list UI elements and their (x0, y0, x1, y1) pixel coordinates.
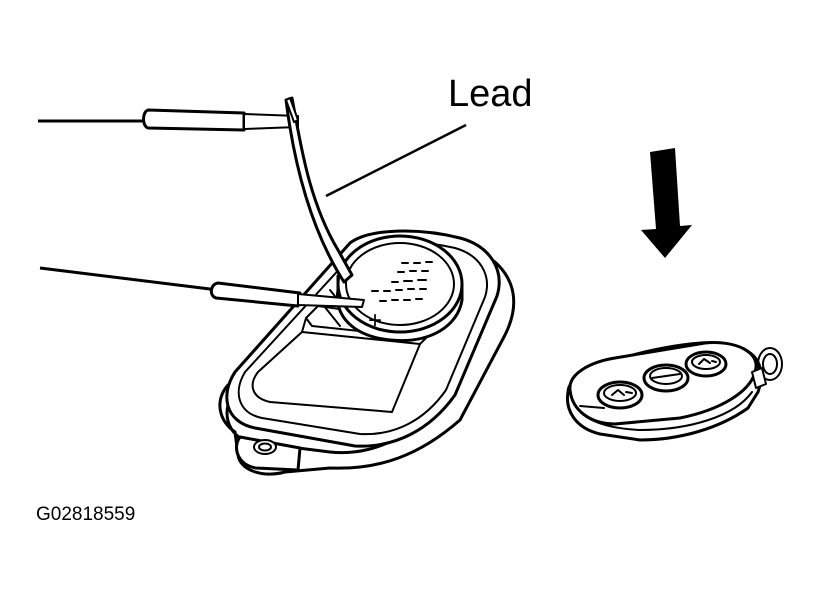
lead-leader-line (325, 123, 467, 198)
upper-probe (38, 108, 299, 132)
remote-button-lock (596, 380, 644, 410)
down-arrow-icon (641, 148, 692, 258)
coin-battery: + (335, 234, 464, 343)
remote-button-unlock (684, 350, 728, 378)
remote-closed (565, 341, 783, 442)
figure-code: G02818559 (36, 504, 135, 525)
lead-label: Lead (448, 73, 533, 115)
battery-plus-sign: + (368, 307, 382, 334)
key-ring (751, 347, 783, 389)
remote-button-panic (642, 363, 690, 393)
battery-markings (371, 261, 433, 302)
lead-wire (284, 96, 354, 284)
lower-probe (39, 266, 365, 308)
